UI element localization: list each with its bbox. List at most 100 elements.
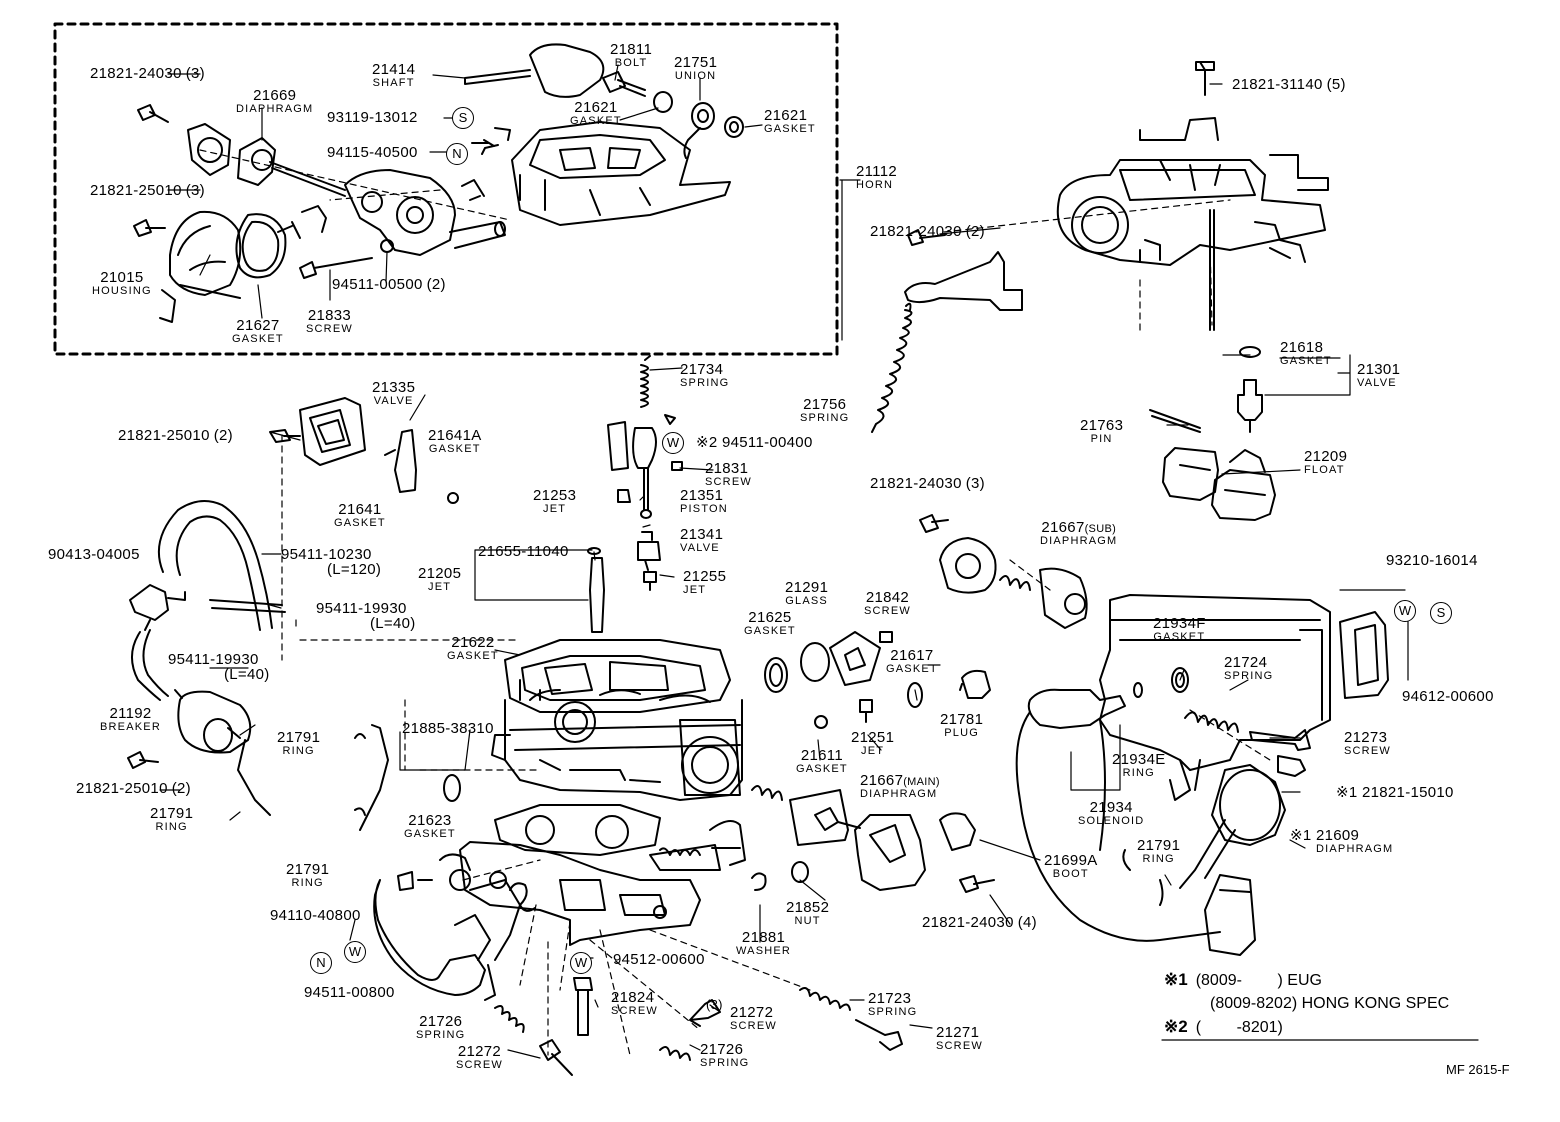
s-marker: S xyxy=(1430,602,1452,624)
part-label-21667-main: 21667(MAIN)DIAPHRAGM xyxy=(860,772,940,800)
drawing-code: MF 2615-F xyxy=(1446,1062,1510,1077)
bracket-lines xyxy=(1161,357,1479,1041)
w-marker: W xyxy=(570,952,592,974)
part-label-21821-31140: 21821-31140(5) xyxy=(1232,76,1346,93)
horn-subassembly-parts xyxy=(133,43,744,323)
part-label-21821-24030-2: 21821-24030(2) xyxy=(870,223,985,240)
part-label-21655-11040: 21655-11040 xyxy=(478,543,569,560)
part-label-94511-00500: 94511-00500(2) xyxy=(332,276,446,293)
part-label-95411-10230: 95411-10230(L=120) xyxy=(281,546,382,578)
part-label-94612-00600: 94612-00600 xyxy=(1402,688,1494,705)
n-marker: N xyxy=(310,952,332,974)
horn-subassembly-boundary xyxy=(53,22,839,356)
part-label-21821-24030-3-top: 21821-24030(3) xyxy=(90,65,205,82)
carburetor-top-assembly xyxy=(871,61,1329,521)
part-label-21821-25010-2-a: 21821-25010(2) xyxy=(118,427,233,444)
part-label-21821-25010-3: 21821-25010(3) xyxy=(90,182,205,199)
part-label-94110-40800: 94110-40800 xyxy=(270,907,361,924)
part-label-95411-19930-a: 95411-19930(L=40) xyxy=(316,600,416,632)
part-label-93119-13012: 93119-13012 xyxy=(327,109,418,126)
applicability-note-2: (8009-8202) HONG KONG SPEC xyxy=(1210,995,1450,1012)
vacuum-hoses-and-valve xyxy=(127,397,459,831)
w-marker: W xyxy=(344,941,366,963)
part-label-94511-00800: 94511-00800 xyxy=(304,984,395,1001)
s-marker: S xyxy=(452,107,474,129)
part-label-90413-04005: 90413-04005 xyxy=(48,546,140,563)
applicability-note-1: ※1(8009- ) EUG xyxy=(1164,970,1322,989)
part-label-21821-25010-2-b: 21821-25010(2) xyxy=(76,780,191,797)
part-label-95411-19930-b: 95411-19930(L=40) xyxy=(168,651,270,683)
applicability-note-3: ※2( -8201) xyxy=(1164,1017,1283,1036)
part-label-93210-16014: 93210-16014 xyxy=(1386,552,1478,569)
part-label-21821-15010: ※1 21821-15010 xyxy=(1336,784,1454,801)
part-label-21272-qty: (3) xyxy=(706,997,723,1012)
part-label-94511-00400: ※2 94511-00400 xyxy=(696,434,813,451)
part-label-94115-40500: 94115-40500 xyxy=(327,144,418,161)
w-marker: W xyxy=(662,432,684,454)
n-marker: N xyxy=(446,143,468,165)
solenoid-and-diaphragm-parts xyxy=(919,514,1389,956)
part-label-21667-sub: 21667(SUB)DIAPHRAGM xyxy=(1040,519,1118,547)
part-label-21821-24030-4: 21821-24030(4) xyxy=(922,914,1037,931)
part-label-94512-00600: 94512-00600 xyxy=(613,951,705,968)
part-label-21821-24030-3-mid: 21821-24030(3) xyxy=(870,475,985,492)
carburetor-body-assembly xyxy=(199,149,1271,1076)
part-label-21885-38310: 21885-38310 xyxy=(402,720,494,737)
